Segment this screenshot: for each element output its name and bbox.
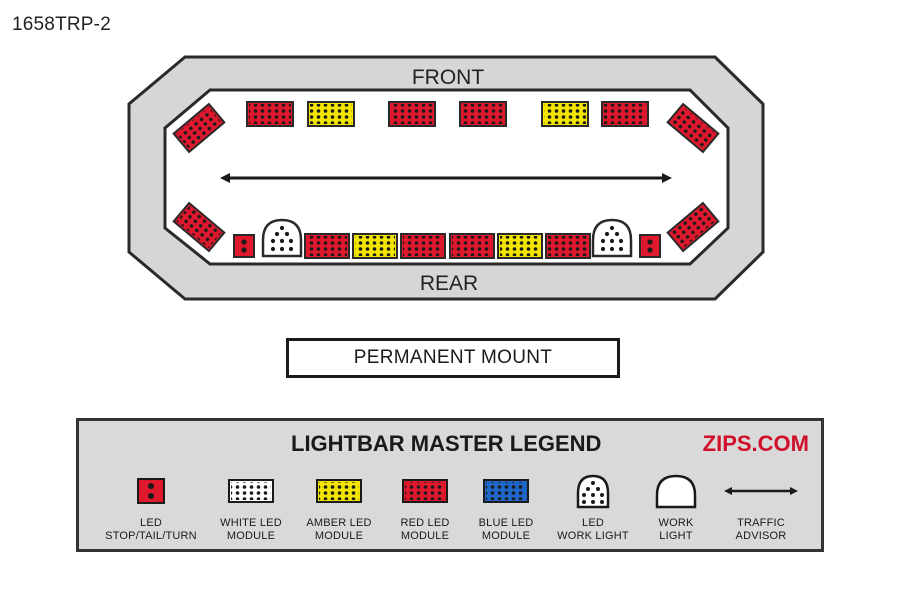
legend-label: WORK LIGHT [658, 517, 694, 542]
red-led-module [601, 101, 649, 127]
red-led-module [545, 233, 591, 259]
legend-label: LED WORK LIGHT [557, 517, 629, 542]
red-led-module [666, 201, 720, 253]
amber-led-module [541, 101, 589, 127]
red-led-module-icon [402, 479, 448, 503]
led-work-light [591, 218, 633, 258]
legend-label: RED LED MODULE [400, 517, 450, 542]
led-work-light [261, 218, 303, 258]
red-led-module [304, 233, 350, 259]
legend-item-stop-tail-turn: LED STOP/TAIL/TURN [91, 473, 211, 543]
front-label: FRONT [412, 66, 484, 89]
legend-item-traffic-advisor: TRAFFIC ADVISOR [701, 473, 821, 543]
red-led-module [449, 233, 495, 259]
red-led-module [388, 101, 436, 127]
legend-item-white-led-module: WHITE LED MODULE [191, 473, 311, 543]
stop-tail-turn-icon [137, 478, 165, 504]
stop-tail-turn-light [639, 234, 661, 258]
amber-led-module [307, 101, 355, 127]
legend-label: AMBER LED MODULE [306, 517, 372, 542]
legend-label: WHITE LED MODULE [220, 517, 282, 542]
mount-type-box: PERMANENT MOUNT [286, 338, 620, 378]
red-led-module [246, 101, 294, 127]
rear-label: REAR [420, 272, 478, 295]
white-led-module-icon [228, 479, 274, 503]
red-led-module [172, 102, 226, 154]
legend-panel: LIGHTBAR MASTER LEGEND ZIPS.COM LED STOP… [76, 418, 824, 552]
legend-item-red-led-module: RED LED MODULE [365, 473, 485, 543]
led-modules-layer [172, 101, 720, 259]
mount-type-label: PERMANENT MOUNT [353, 347, 553, 368]
blue-led-module-icon [483, 479, 529, 503]
legend-item-work-light: WORK LIGHT [616, 473, 736, 543]
model-code: 1658TRP-2 [12, 14, 111, 35]
led-work-light-icon [576, 474, 610, 509]
red-led-module [172, 201, 226, 253]
amber-led-module-icon [316, 479, 362, 503]
amber-led-module [497, 233, 543, 259]
legend-label: TRAFFIC ADVISOR [735, 517, 787, 542]
traffic-advisor-icon [724, 487, 798, 495]
legend-label: BLUE LED MODULE [478, 517, 534, 542]
traffic-advisor-arrow [220, 173, 672, 183]
red-led-module [459, 101, 507, 127]
legend-title: LIGHTBAR MASTER LEGEND [291, 431, 602, 456]
amber-led-module [352, 233, 398, 259]
red-led-module [666, 102, 720, 154]
work-light-icon [655, 474, 697, 509]
legend-item-amber-led-module: AMBER LED MODULE [279, 473, 399, 543]
red-led-module [400, 233, 446, 259]
legend-item-led-work-light: LED WORK LIGHT [533, 473, 653, 543]
legend-brand: ZIPS.COM [702, 431, 809, 456]
legend-item-blue-led-module: BLUE LED MODULE [446, 473, 566, 543]
legend-label: LED STOP/TAIL/TURN [105, 517, 197, 542]
stop-tail-turn-light [233, 234, 255, 258]
lightbar-diagram: FRONT REAR [127, 55, 765, 301]
